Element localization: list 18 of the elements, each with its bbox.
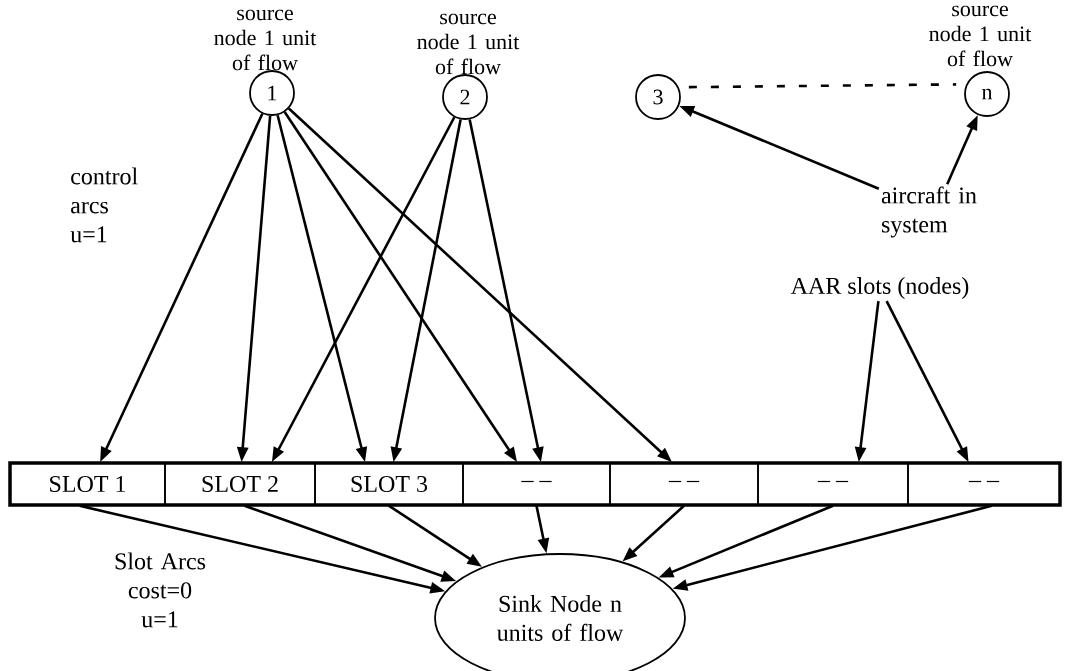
circle-node: 2 bbox=[442, 74, 488, 120]
node-caption: source node 1 unit of flow bbox=[929, 5, 1032, 67]
annotation-text: Slot Arcs cost=0 u=1 bbox=[115, 552, 206, 628]
node-caption: source node 1 unit of flow bbox=[214, 9, 317, 71]
circle-node: 3 bbox=[635, 74, 681, 120]
annotation-text: control arcs u=1 bbox=[70, 167, 138, 243]
annotation-text: aircraft in system bbox=[881, 186, 977, 238]
node-caption: source node 1 unit of flow bbox=[417, 13, 520, 75]
circle-node: n bbox=[964, 71, 1010, 117]
slot-box: – – bbox=[757, 462, 909, 506]
slot-box: SLOT 2 bbox=[164, 462, 316, 506]
slot-box: SLOT 3 bbox=[314, 462, 464, 506]
circle-node: 1 bbox=[249, 70, 295, 116]
slot-box: – – bbox=[462, 462, 611, 506]
slot-box: – – bbox=[907, 462, 1061, 506]
slot-box: SLOT 1 bbox=[9, 462, 166, 506]
annotation-text: AAR slots (nodes) bbox=[790, 277, 969, 299]
slot-box: – – bbox=[609, 462, 759, 506]
